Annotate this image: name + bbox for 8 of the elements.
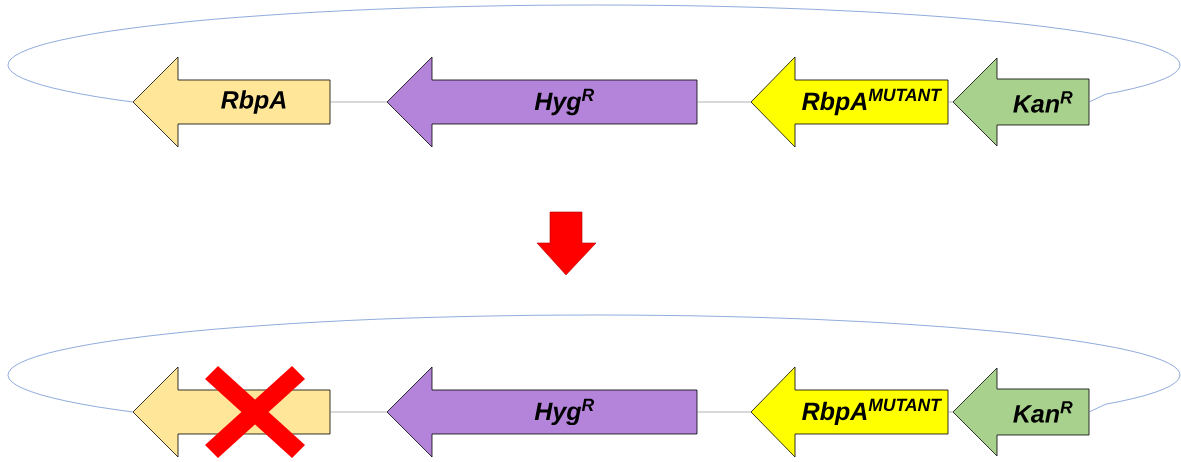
backbone-line [696,411,752,413]
backbone-line [329,101,388,103]
backbone-line [329,411,388,413]
backbone-line [696,101,752,103]
backbone-line [947,101,954,103]
backbone-line [947,411,954,413]
backbone-line [7,314,1181,413]
backbone-line [7,4,1181,103]
